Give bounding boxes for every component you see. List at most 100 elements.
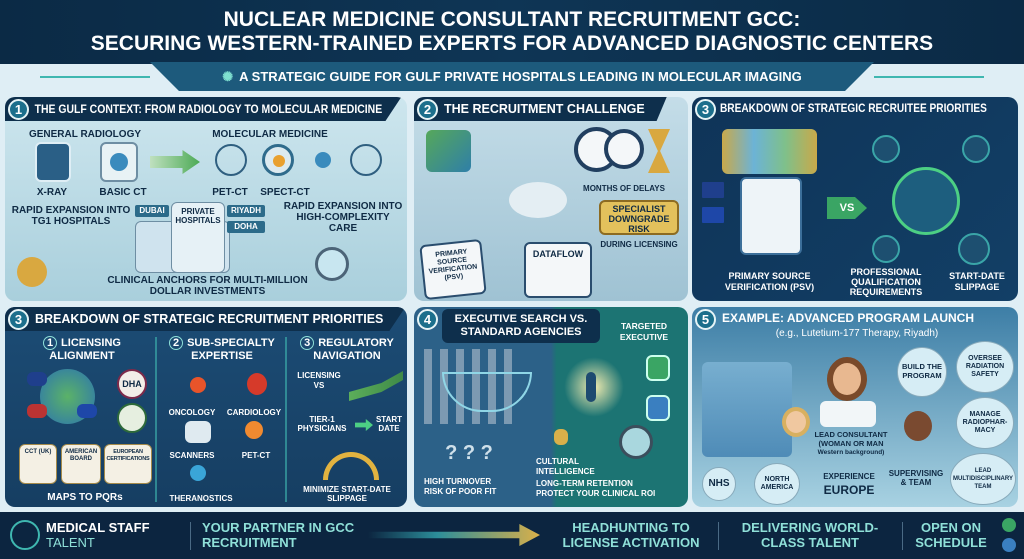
- label-during-licensing: DURING LICENSING: [600, 240, 678, 249]
- hourglass-icon: [648, 129, 670, 173]
- certificate-cct: CCT (UK): [19, 444, 57, 484]
- section-number: 3: [8, 309, 29, 330]
- uk-flag-icon: [702, 182, 724, 198]
- column-title: SUB-SPECIALTY EXPERTISE: [187, 337, 275, 362]
- subtitle-banner: ✺A STRATEGIC GUIDE FOR GULF PRIVATE HOSP…: [150, 62, 874, 91]
- xray-icon: [35, 142, 71, 182]
- section-number: 3: [695, 99, 716, 120]
- section-number: 5: [695, 309, 716, 330]
- divider: [874, 76, 984, 78]
- spect-icon: [262, 144, 294, 176]
- label-cardiology: CARDIOLOGY: [226, 408, 282, 417]
- footer-partner: YOUR PARTNER IN GCC RECRUITMENT: [202, 520, 355, 550]
- panel-executive-search: 4 EXECUTIVE SEARCH VS. STANDARD AGENCIES…: [414, 307, 688, 507]
- label-private-hospitals: PRIVATE HOSPITALS: [175, 207, 221, 225]
- column-number: 3: [300, 336, 315, 350]
- column-number: 2: [169, 336, 184, 350]
- dha-seal: DHA: [117, 369, 147, 399]
- divider: [190, 522, 191, 550]
- bubble-north-america: NORTH AMERICA: [754, 463, 800, 505]
- magnifier-icon: [315, 247, 349, 281]
- scanner-icon: [185, 421, 211, 443]
- coins-icon: [17, 257, 47, 287]
- subtitle: A STRATEGIC GUIDE FOR GULF PRIVATE HOSPI…: [239, 69, 802, 84]
- magnifier-icon: [619, 425, 653, 459]
- document-icon: [740, 177, 802, 255]
- label-pet-ct: PET-CT: [212, 187, 248, 198]
- panel-title: THE RECRUITMENT CHALLENGE: [414, 97, 667, 121]
- label-psv: PRIMARY SOURCE VERIFICATION (PSV): [724, 271, 815, 292]
- bubble-nhs: NHS: [702, 467, 736, 501]
- label-start-date-slippage: START-DATE SLIPPAGE: [949, 271, 1005, 292]
- label-minimize-slippage: MINIMIZE START-DATE SLIPPAGE: [303, 485, 391, 503]
- arrow-icon: [368, 524, 540, 546]
- label-experience: EXPERIENCE: [823, 472, 875, 481]
- label-pet-ct: PET-CT: [241, 451, 271, 460]
- panel-title: THE GULF CONTEXT: FROM RADIOLOGY TO MOLE…: [5, 97, 402, 121]
- panel-title: EXAMPLE: ADVANCED PROGRAM LAUNCH: [722, 311, 974, 325]
- email-icon[interactable]: [1002, 538, 1016, 552]
- gauge-icon: [323, 452, 379, 480]
- label-clinical-anchors: CLINICAL ANCHORS FOR MULTI-MILLION DOLLA…: [107, 275, 308, 297]
- note-right: RAPID EXPANSION INTO HIGH-COMPLEXITY CAR…: [283, 201, 403, 234]
- road-icon: [349, 371, 403, 401]
- doctor-avatar: [782, 407, 810, 437]
- panel-recruitment-priorities: 3 BREAKDOWN OF STRATEGIC RECRUITMENT PRI…: [5, 307, 407, 507]
- authority-seal-icon: [117, 403, 147, 433]
- label-lead-consultant: LEAD CONSULTANT: [814, 430, 888, 439]
- phone-icon[interactable]: [1002, 518, 1016, 532]
- label-supervising: SUPERVISING & TEAM: [888, 469, 944, 487]
- brand-name: TALENT: [46, 535, 95, 550]
- footer-headhunting: HEADHUNTING TO LICENSE ACTIVATION: [562, 520, 700, 550]
- gauge-icon: [958, 233, 990, 265]
- right-bullets: CULTURAL INTELLIGENCE LONG-TERM RETENTIO…: [536, 457, 686, 499]
- label-tier1-physicians: TIER-1 PHYSICIANS: [297, 415, 347, 433]
- team-icon: [509, 182, 567, 218]
- bullet-item: PROTECT YOUR CLINICAL ROI: [536, 489, 656, 498]
- tag-riyadh: RIYADH: [227, 205, 265, 217]
- label-lead-sub: Western background): [817, 449, 885, 456]
- column-title: REGULATORY NAVIGATION: [313, 337, 394, 362]
- molecule-icon: [245, 421, 263, 439]
- doctor-avatar: [904, 411, 932, 441]
- label-start-date: START DATE: [375, 415, 403, 433]
- badge-downgrade-risk: SPECIALIST DOWNGRADE RISK: [599, 200, 679, 235]
- divider: [902, 522, 903, 550]
- section-number: 2: [417, 99, 438, 120]
- label-oncology: ONCOLOGY: [168, 408, 216, 417]
- heart-icon: [247, 373, 267, 395]
- panel-title: BREAKDOWN OF STRATEGIC RECRUITEE PRIORIT…: [720, 103, 987, 115]
- puzzle-icon: [722, 129, 817, 174]
- label-scanners: SCANNERS: [169, 451, 215, 460]
- bubble-radiation-safety: OVERSEE RADIATION SAFETY: [956, 341, 1014, 393]
- title-line-2: SECURING WESTERN-TRAINED EXPERTS FOR ADV…: [90, 32, 934, 55]
- panel-recruitment-challenge: 2 THE RECRUITMENT CHALLENGE MONTHS OF DE…: [414, 97, 688, 301]
- page-header: NUCLEAR MEDICINE CONSULTANT RECRUITMENT …: [0, 0, 1024, 64]
- label-targeted-executive: TARGETED EXECUTIVE: [619, 321, 669, 342]
- certificate-american-board: AMERICAN BOARD: [61, 444, 101, 484]
- label-spect-ct: SPECT-CT: [260, 187, 310, 198]
- divider: [718, 522, 719, 550]
- gear-icon: [962, 135, 990, 163]
- atom-icon: [215, 144, 247, 176]
- globe-person-logo-icon: [10, 520, 40, 550]
- shield-check-icon: [872, 135, 900, 163]
- eu-flag-icon: [702, 207, 724, 223]
- theranostics-icon: [190, 465, 206, 481]
- panel-subtitle: (e.g., Lutetium-177 Therapy, Riyadh): [775, 328, 939, 339]
- divider: [155, 337, 157, 502]
- label-pqr: PROFESSIONAL QUALIFICATION REQUIREMENTS: [849, 267, 923, 297]
- panel-recruitee-priorities: 3 BREAKDOWN OF STRATEGIC RECRUITEE PRIOR…: [692, 97, 1018, 301]
- coat: [820, 401, 876, 427]
- label-general-radiology: GENERAL RADIOLOGY: [28, 129, 142, 140]
- panel-gulf-context: 1 THE GULF CONTEXT: FROM RADIOLOGY TO MO…: [5, 97, 407, 301]
- clock-icon: [604, 129, 644, 169]
- bubble-build-program: BUILD THE PROGRAM: [897, 347, 947, 397]
- panel-program-launch: 5 EXAMPLE: ADVANCED PROGRAM LAUNCH (e.g.…: [692, 307, 1018, 507]
- consultant-avatar: [892, 167, 960, 235]
- note-left: RAPID EXPANSION INTO TG1 HOSPITALS: [11, 205, 131, 227]
- certificate-european: EUROPEAN CERTIFICATIONS: [104, 444, 152, 484]
- label-molecular-medicine: MOLECULAR MEDICINE: [212, 129, 328, 140]
- divider: [285, 337, 287, 502]
